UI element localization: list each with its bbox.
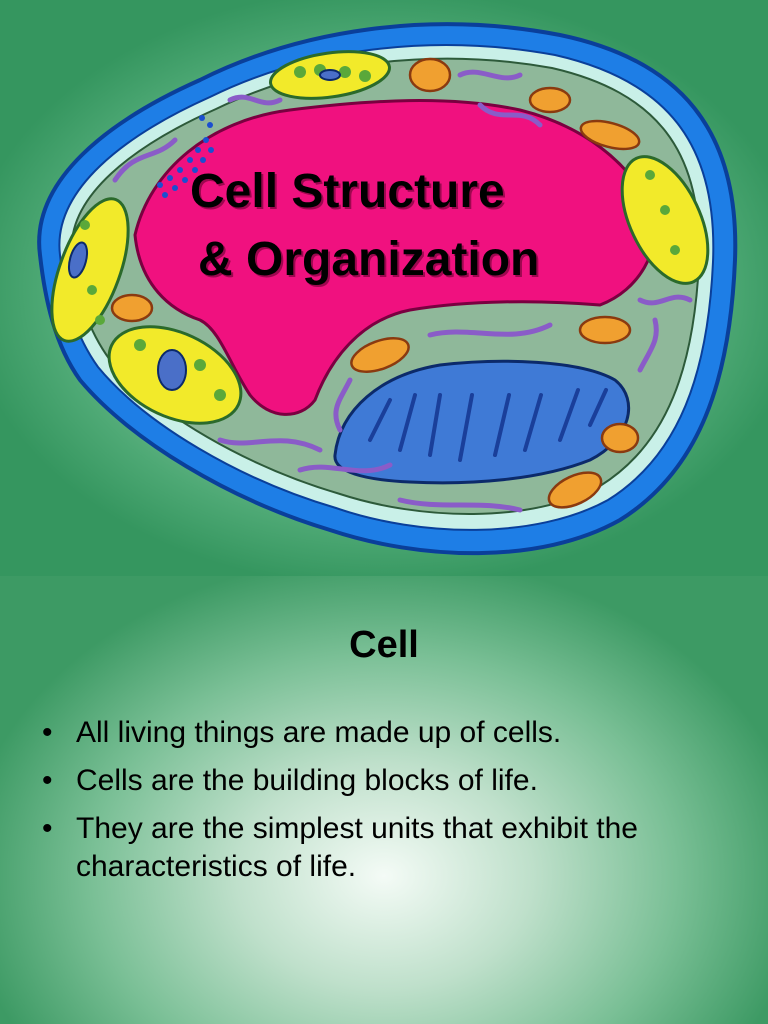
bullet-list: • All living things are made up of cells… xyxy=(40,714,740,896)
title-line-2: & Organization xyxy=(198,233,540,286)
main-title: Cell Structure & Organization xyxy=(190,158,630,294)
nucleus-texture xyxy=(368,388,608,462)
ribosomes xyxy=(157,115,214,198)
content-slide: Cell • All living things are made up of … xyxy=(0,576,768,1024)
mitochondria xyxy=(110,57,641,509)
endoplasmic-reticulum xyxy=(112,69,693,513)
bullet-icon: • xyxy=(42,812,53,845)
bullet-item: • Cells are the building blocks of life. xyxy=(40,762,740,800)
title-line-1: Cell Structure xyxy=(190,165,505,218)
title-slide: Cell Structure & Organization xyxy=(0,0,768,576)
plant-cell-illustration xyxy=(37,22,738,556)
bullet-text: They are the simplest units that exhibit… xyxy=(76,812,638,883)
chloroplast-nuclei xyxy=(67,69,341,391)
bullet-item: • They are the simplest units that exhib… xyxy=(40,810,740,886)
nucleus xyxy=(333,359,631,485)
bullet-text: Cells are the building blocks of life. xyxy=(76,764,538,797)
bullet-icon: • xyxy=(42,764,53,797)
bullet-text: All living things are made up of cells. xyxy=(76,716,562,749)
bullet-icon: • xyxy=(42,716,53,749)
slide-heading: Cell xyxy=(349,624,419,666)
vacuole xyxy=(133,99,658,416)
bullet-item: • All living things are made up of cells… xyxy=(40,714,740,752)
